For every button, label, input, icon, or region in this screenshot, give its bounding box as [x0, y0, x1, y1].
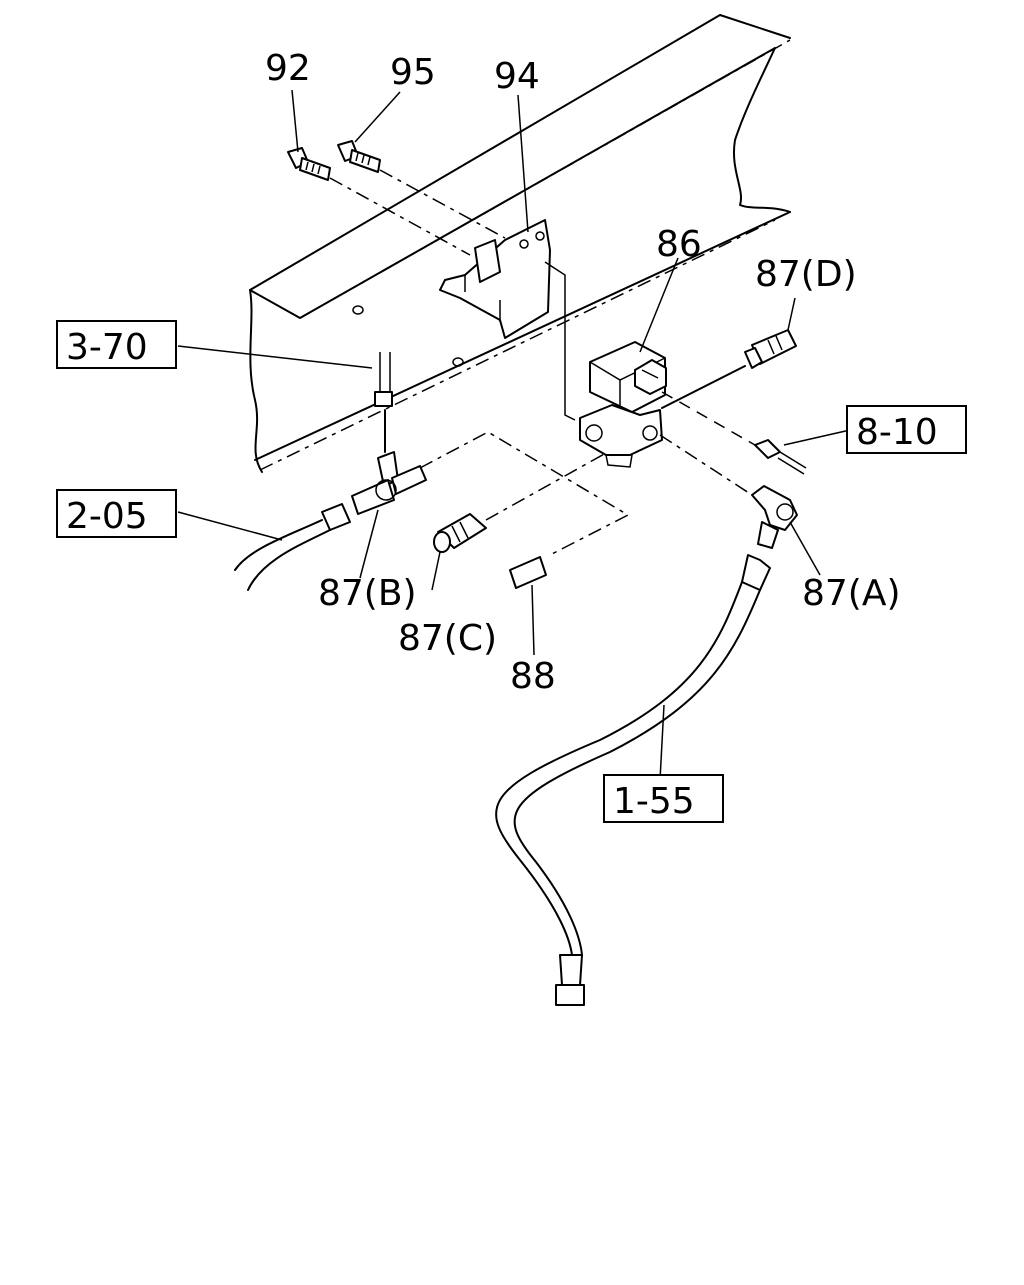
hose-2-05 [234, 503, 351, 591]
callout-87c: 87(C) [398, 618, 497, 659]
callout-95: 95 [390, 52, 436, 93]
bolt-95 [337, 140, 381, 173]
ref-box-2-05[interactable]: 2-05 [56, 489, 177, 538]
callout-88: 88 [510, 656, 556, 697]
hose-1-55 [495, 554, 771, 1006]
nipple-87c [433, 513, 487, 553]
ref-box-1-55[interactable]: 1-55 [603, 774, 724, 823]
plug-88 [509, 556, 547, 589]
bolt-92 [287, 147, 331, 181]
switch-87d [744, 329, 797, 369]
connector-8-10 [754, 439, 807, 475]
callout-87b: 87(B) [318, 573, 417, 614]
valve-86 [579, 341, 667, 468]
ref-3-70-label: 3-70 [66, 327, 148, 368]
fitting-3-70-line [374, 352, 393, 453]
callout-92: 92 [265, 48, 311, 89]
elbow-87a [751, 485, 798, 549]
frame-rail [249, 14, 791, 473]
callout-86: 86 [656, 224, 702, 265]
leader-lines [177, 89, 851, 781]
tee-87b [351, 451, 427, 515]
ref-box-8-10[interactable]: 8-10 [846, 405, 967, 454]
callout-94: 94 [494, 56, 540, 97]
ref-1-55-label: 1-55 [613, 781, 695, 822]
ref-box-3-70[interactable]: 3-70 [56, 320, 177, 369]
callout-87a: 87(A) [802, 573, 901, 614]
callout-87d: 87(D) [755, 254, 857, 295]
ref-8-10-label: 8-10 [856, 412, 938, 453]
ref-2-05-label: 2-05 [66, 496, 148, 537]
bracket-94 [439, 219, 576, 421]
